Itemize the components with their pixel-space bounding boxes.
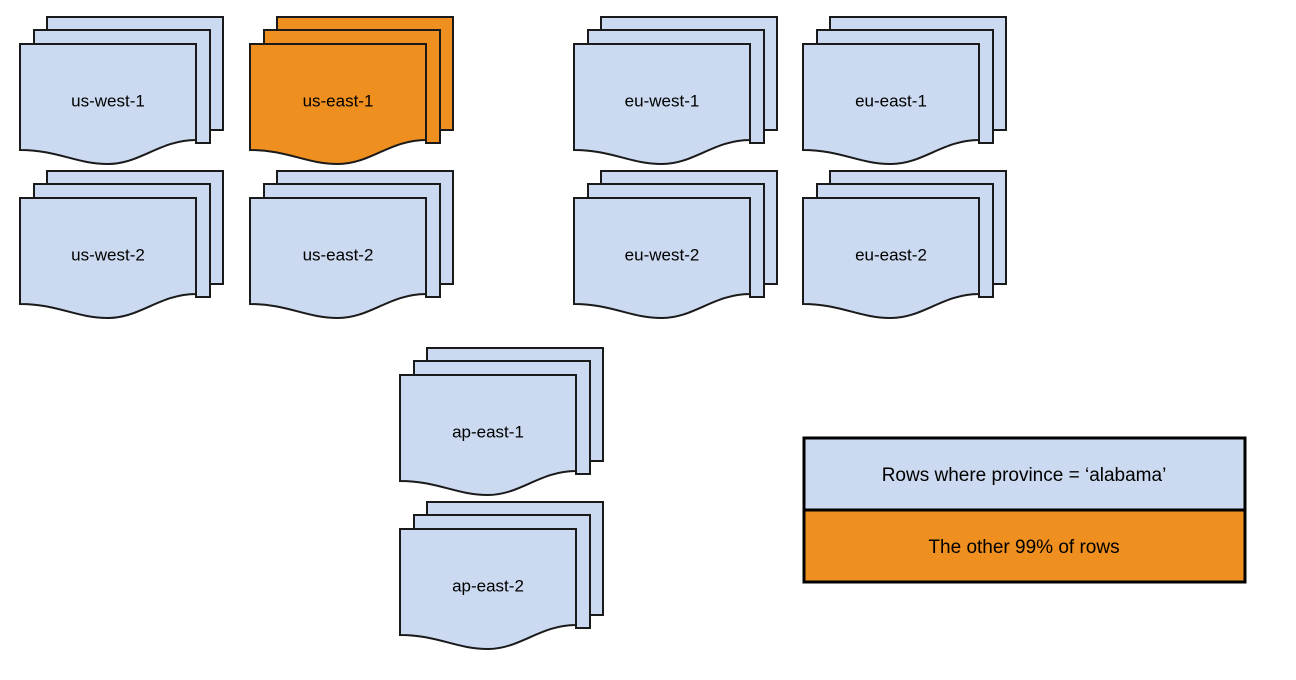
document-stack-us-west-2[interactable]: us-west-2 <box>19 170 224 320</box>
document-sheet-front <box>399 528 577 651</box>
document-stack-eu-west-2[interactable]: eu-west-2 <box>573 170 778 320</box>
document-sheet-front <box>802 43 980 166</box>
document-sheet-front <box>802 197 980 320</box>
legend-entry-blue: Rows where province = ‘alabama’ <box>802 436 1247 512</box>
document-sheet-front <box>573 197 751 320</box>
document-stack-ap-east-2[interactable]: ap-east-2 <box>399 501 604 651</box>
document-sheet-front <box>249 43 427 166</box>
legend-label-orange: The other 99% of rows <box>928 537 1119 558</box>
legend-swatch-blue <box>802 436 1247 512</box>
document-stack-us-west-1[interactable]: us-west-1 <box>19 16 224 166</box>
document-stack-eu-east-2[interactable]: eu-east-2 <box>802 170 1007 320</box>
stack-label: eu-west-1 <box>625 91 700 110</box>
document-stack-eu-east-1[interactable]: eu-east-1 <box>802 16 1007 166</box>
document-sheet-front <box>19 43 197 166</box>
document-stack-us-east-1[interactable]: us-east-1 <box>249 16 454 166</box>
legend-swatch-orange <box>802 508 1247 584</box>
stack-label: ap-east-1 <box>452 422 524 441</box>
stack-label: us-east-2 <box>303 245 374 264</box>
document-sheet-front <box>249 197 427 320</box>
stack-label: eu-east-1 <box>855 91 927 110</box>
document-sheet-front <box>399 374 577 497</box>
stack-label: us-west-1 <box>71 91 145 110</box>
document-stack-ap-east-1[interactable]: ap-east-1 <box>399 347 604 497</box>
stack-label: eu-west-2 <box>625 245 700 264</box>
document-sheet-front <box>573 43 751 166</box>
stack-label: ap-east-2 <box>452 576 524 595</box>
legend-label-blue: Rows where province = ‘alabama’ <box>882 465 1167 486</box>
legend: Rows where province = ‘alabama’ The othe… <box>802 436 1247 584</box>
document-stack-eu-west-1[interactable]: eu-west-1 <box>573 16 778 166</box>
document-stack-us-east-2[interactable]: us-east-2 <box>249 170 454 320</box>
stack-label: us-east-1 <box>303 91 374 110</box>
legend-entry-orange: The other 99% of rows <box>802 508 1247 584</box>
stack-label: eu-east-2 <box>855 245 927 264</box>
document-sheet-front <box>19 197 197 320</box>
stack-label: us-west-2 <box>71 245 145 264</box>
